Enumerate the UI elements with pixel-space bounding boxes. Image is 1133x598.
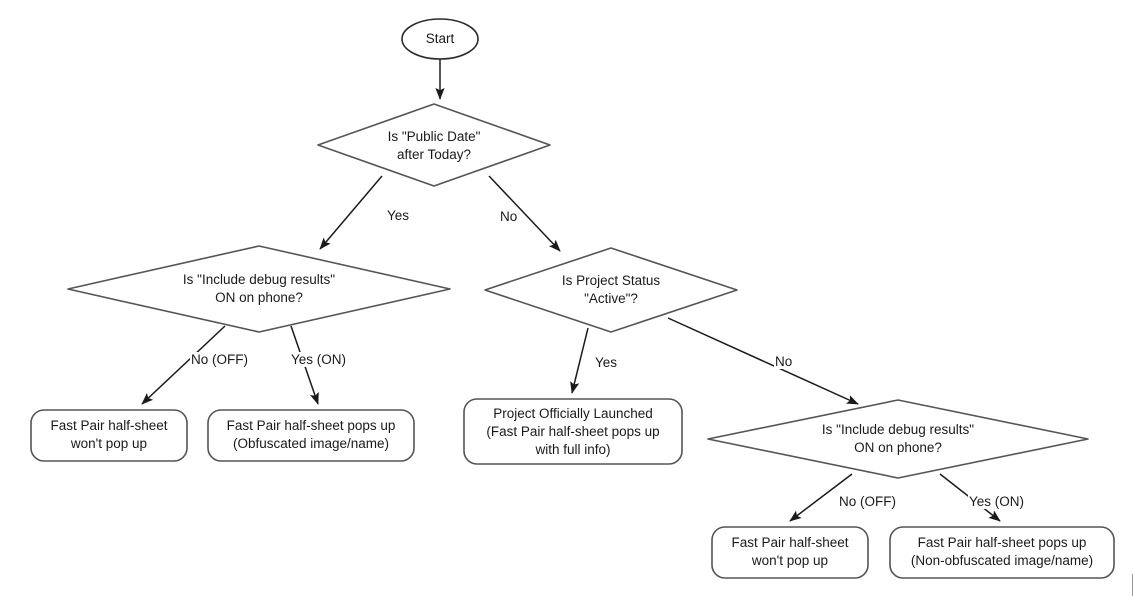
edge-label-debug-right-on: Yes (ON) xyxy=(968,494,1026,509)
edge-project-status-yes xyxy=(570,327,589,394)
node-debug-right-shape[interactable] xyxy=(707,399,1089,479)
node-result-left-on-shape[interactable] xyxy=(207,409,415,462)
edge-debug-left-off xyxy=(141,325,226,405)
edge-label-debug-left-off: No (OFF) xyxy=(190,352,249,367)
edge-label-project-status-no: No xyxy=(774,354,794,369)
node-start-shape[interactable] xyxy=(401,18,479,60)
edge-label-public-date-yes: Yes xyxy=(386,208,411,223)
edge-label-debug-right-off: No (OFF) xyxy=(838,494,897,509)
node-debug-left-shape[interactable] xyxy=(67,245,451,333)
node-project-status-shape[interactable] xyxy=(484,247,738,333)
edge-public-date-no xyxy=(488,175,561,252)
node-result-right-on-shape[interactable] xyxy=(889,526,1115,579)
edge-label-public-date-no: No xyxy=(499,209,519,224)
edge-debug-right-off xyxy=(789,473,853,522)
edge-project-status-no xyxy=(667,317,859,405)
node-public-date-shape[interactable] xyxy=(317,103,551,187)
edge-public-date-yes xyxy=(319,175,383,250)
node-result-launched-shape[interactable] xyxy=(463,398,683,465)
edge-label-project-status-yes: Yes xyxy=(594,355,619,370)
node-result-right-off-shape[interactable] xyxy=(711,526,869,579)
edge-label-debug-left-on: Yes (ON) xyxy=(290,352,348,367)
node-result-left-off-shape[interactable] xyxy=(30,409,188,462)
